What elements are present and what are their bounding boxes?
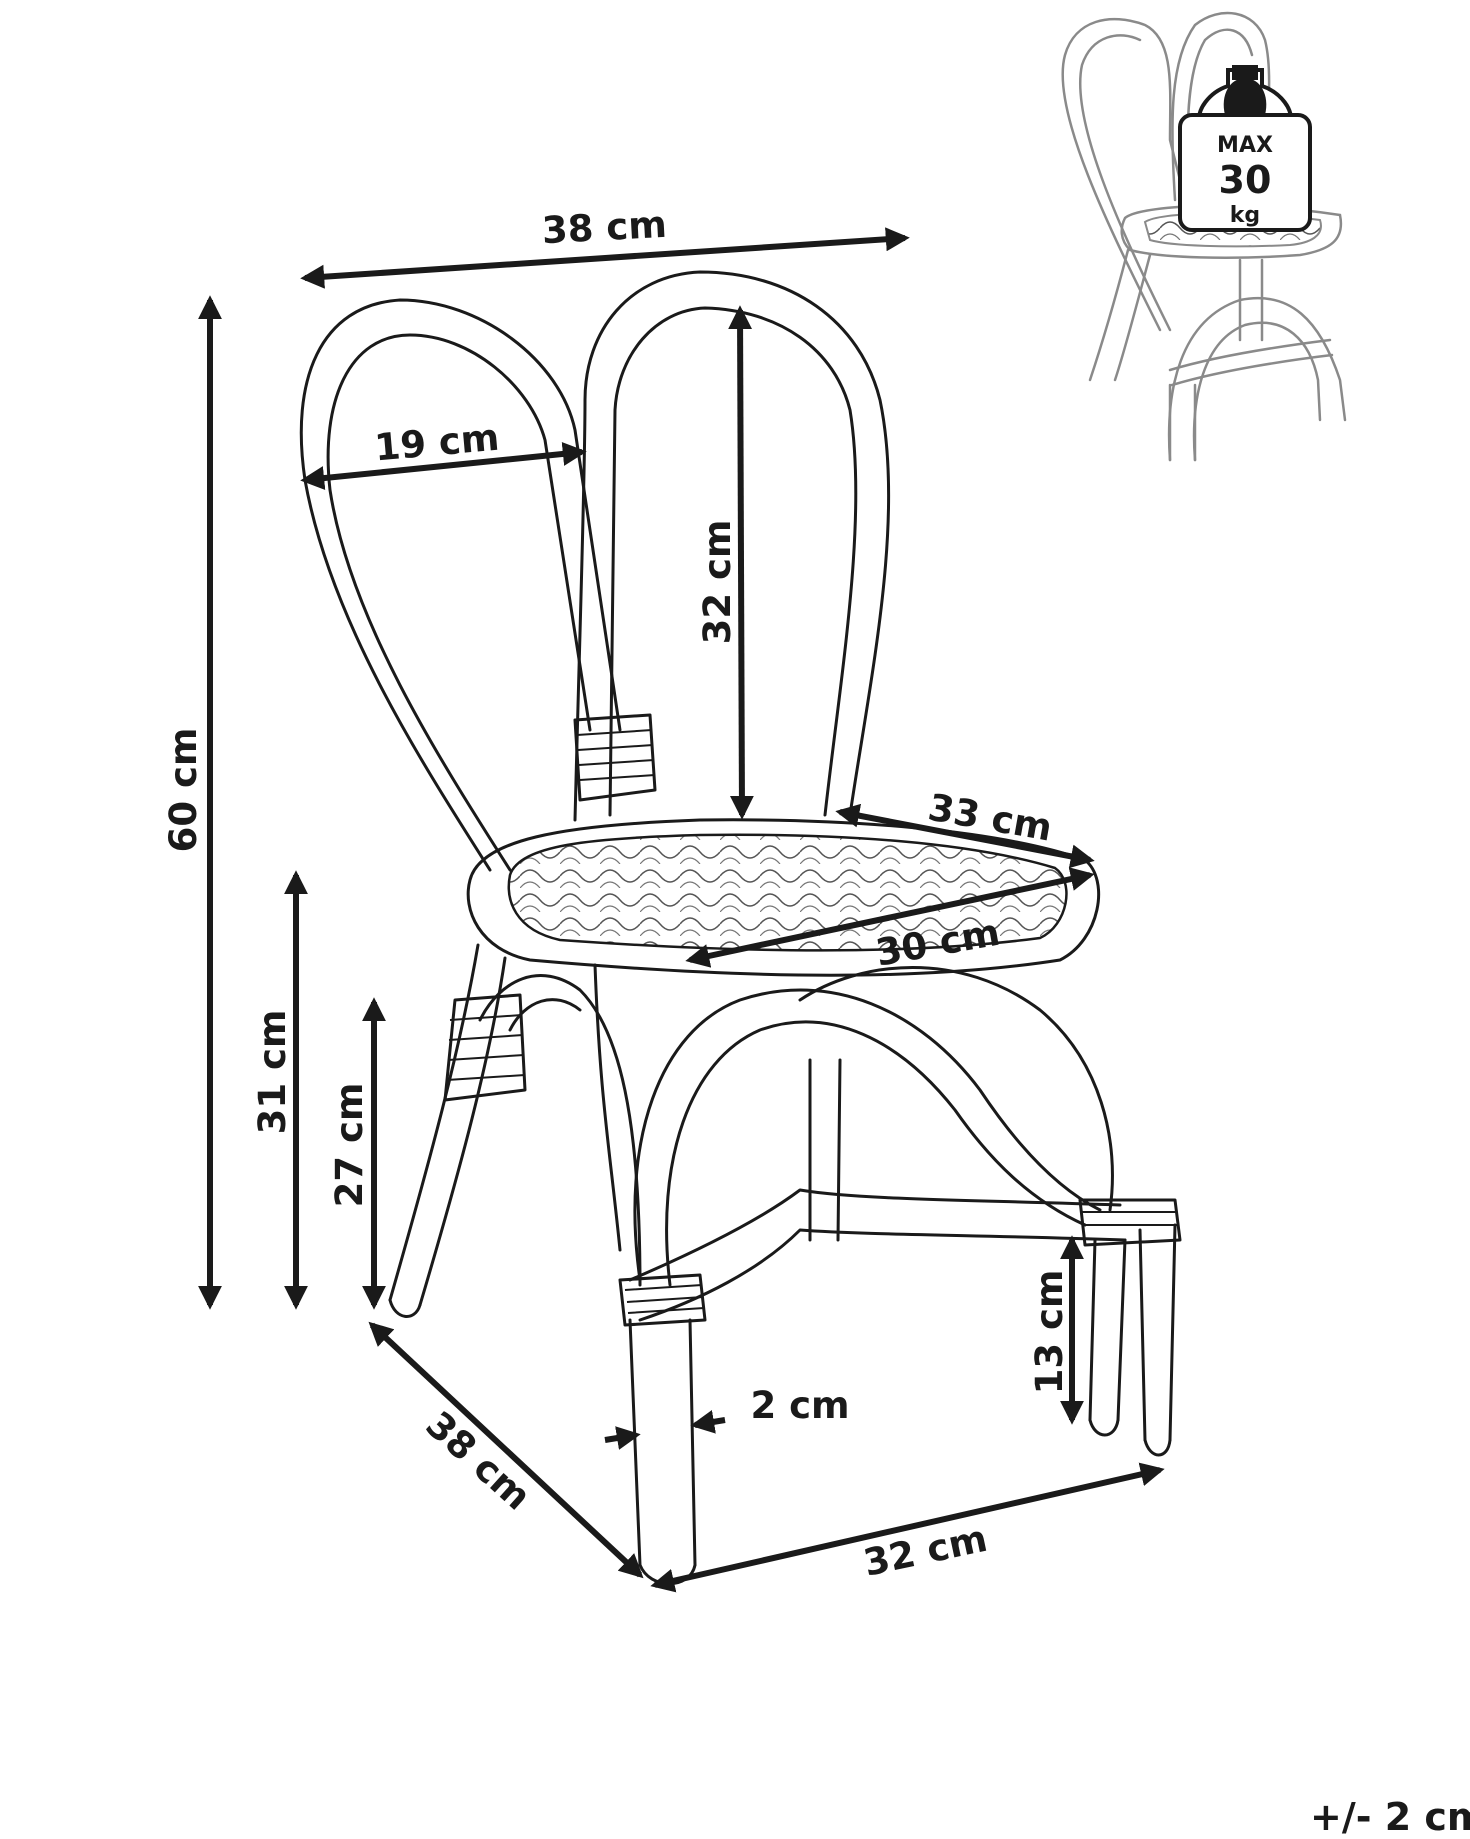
arrow-seat-width — [685, 867, 1095, 968]
label-stretcher-height: 13 cm — [1028, 1270, 1071, 1395]
arrow-width — [650, 1462, 1165, 1593]
arrow-depth — [368, 1321, 644, 1579]
weight-value-label: 30 — [1219, 158, 1272, 202]
label-leg-diameter: 2 cm — [750, 1384, 849, 1427]
stretcher — [628, 1188, 1122, 1282]
left-back-loop-inner — [326, 333, 592, 872]
front-arc — [633, 988, 1102, 1282]
left-back-loop-outer — [299, 298, 622, 872]
label-total-height: 60 cm — [162, 728, 205, 853]
weight-unit-label: kg — [1230, 203, 1260, 228]
arrow-top-width — [300, 227, 910, 289]
arrow-loop-width — [300, 441, 587, 491]
seat-rim — [466, 818, 1101, 977]
weight-max-label: MAX — [1217, 133, 1273, 158]
label-seat-height: 31 cm — [251, 1010, 294, 1135]
arrow-loop-height — [728, 305, 754, 820]
weight-capacity-illustration: MAX 30 kg — [1061, 11, 1347, 462]
label-loop-height: 32 cm — [696, 520, 739, 645]
label-front-height: 27 cm — [328, 1083, 371, 1208]
back-binding — [573, 713, 657, 802]
label-top-width: 38 cm — [541, 203, 668, 252]
arrow-seat-depth — [835, 803, 1095, 869]
right-back-loop-inner — [608, 306, 858, 817]
label-tolerance: +/- 2 cm — [1310, 1795, 1470, 1839]
dimension-arrows — [198, 227, 1165, 1593]
label-width: 32 cm — [860, 1517, 991, 1585]
